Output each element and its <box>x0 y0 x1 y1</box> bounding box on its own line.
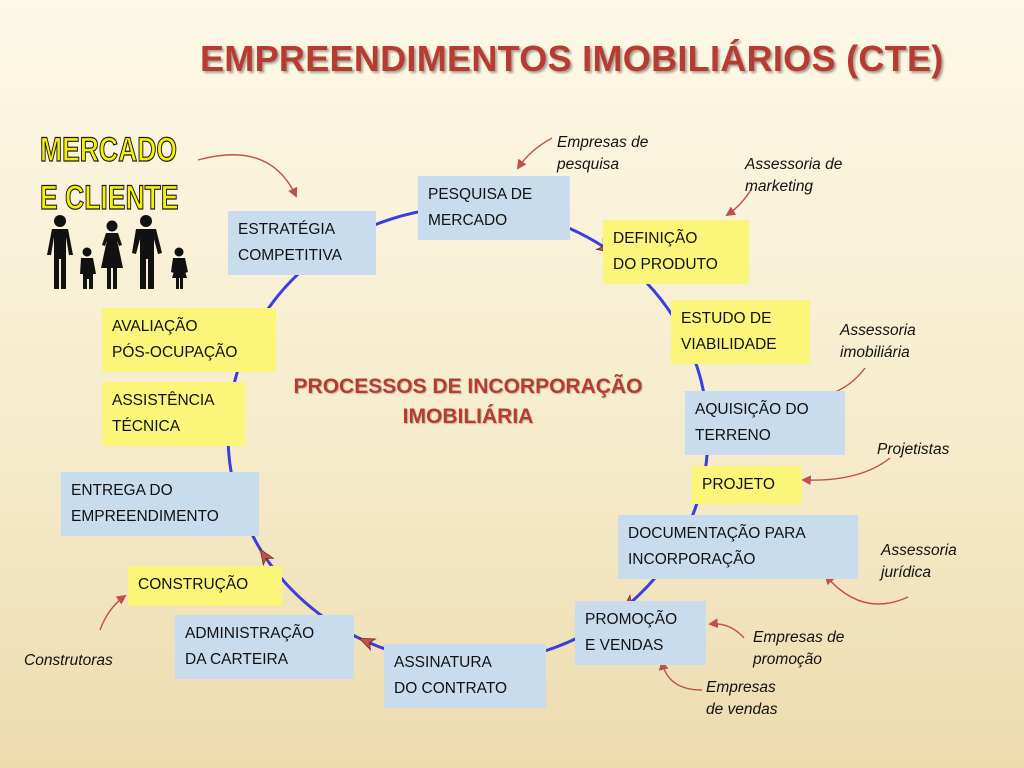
note-projetistas: Projetistas <box>877 441 950 458</box>
note-assessoria-de-marketing: Assessoria de marketing <box>745 156 843 195</box>
mercado-cliente-label: MERCADO E CLIENTE <box>40 126 179 222</box>
cycle-arrowhead <box>358 637 377 652</box>
stage-administracao-da-carteira: ADMINISTRAÇÃO DA CARTEIRA <box>175 615 354 679</box>
stage-estudo-de-viabilidade: ESTUDO DE VIABILIDADE <box>671 300 810 364</box>
arrow-marketing <box>725 187 753 217</box>
stage-avaliacao-pos-ocupacao: AVALIAÇÃO PÓS-OCUPAÇÃO <box>102 308 276 372</box>
mercado-line-1: MERCADO <box>40 130 178 169</box>
arrow-projetistas <box>801 457 891 486</box>
stage-estrategia-competitiva: ESTRATÉGIA COMPETITIVA <box>228 211 376 275</box>
arrow-empresas-vendas <box>658 660 703 691</box>
arrow-empresas-pesquisa <box>516 137 553 170</box>
arrow-juridica <box>824 574 909 605</box>
note-construtoras: Construtoras <box>24 652 113 669</box>
stage-projeto: PROJETO <box>692 466 802 504</box>
page-title: EMPREENDIMENTOS IMOBILIÁRIOS (CTE) <box>200 38 944 79</box>
stage-definicao-do-produto: DEFINIÇÃO DO PRODUTO <box>603 220 749 284</box>
stage-construcao: CONSTRUÇÃO <box>128 566 282 606</box>
note-empresas-de-pesquisa: Empresas de pesquisa <box>557 134 649 173</box>
center-label: PROCESSOS DE INCORPORAÇÃO IMOBILIÁRIA <box>293 375 643 428</box>
stage-assistencia-tecnica: ASSISTÊNCIA TÉCNICA <box>102 382 245 446</box>
stage-documentacao-para-incorporacao: DOCUMENTAÇÃO PARA INCORPORAÇÃO <box>618 515 858 579</box>
note-assessoria-imobiliaria: Assessoria imobiliária <box>840 322 916 361</box>
mercado-line-2: E CLIENTE <box>40 178 179 217</box>
stage-pesquisa-de-mercado: PESQUISA DE MERCADO <box>418 176 570 240</box>
note-empresas-de-promocao: Empresas de promoção <box>753 629 845 668</box>
cycle-arrowhead <box>259 548 275 567</box>
stage-aquisicao-do-terreno: AQUISIÇÃO DO TERRENO <box>685 391 845 455</box>
note-empresas-de-vendas: Empresas de vendas <box>706 679 778 718</box>
stage-assinatura-do-contrato: ASSINATURA DO CONTRATO <box>384 644 546 708</box>
stage-entrega-do-empreendimento: ENTREGA DO EMPREENDIMENTO <box>61 472 259 536</box>
arrow-mercado <box>197 154 298 198</box>
arrow-empresas-promocao <box>708 618 745 639</box>
arrow-construtoras <box>99 594 127 631</box>
family-icon <box>47 215 188 289</box>
stage-promocao-e-vendas: PROMOÇÃO E VENDAS <box>575 601 706 665</box>
note-assessoria-juridica: Assessoria jurídica <box>881 542 957 581</box>
